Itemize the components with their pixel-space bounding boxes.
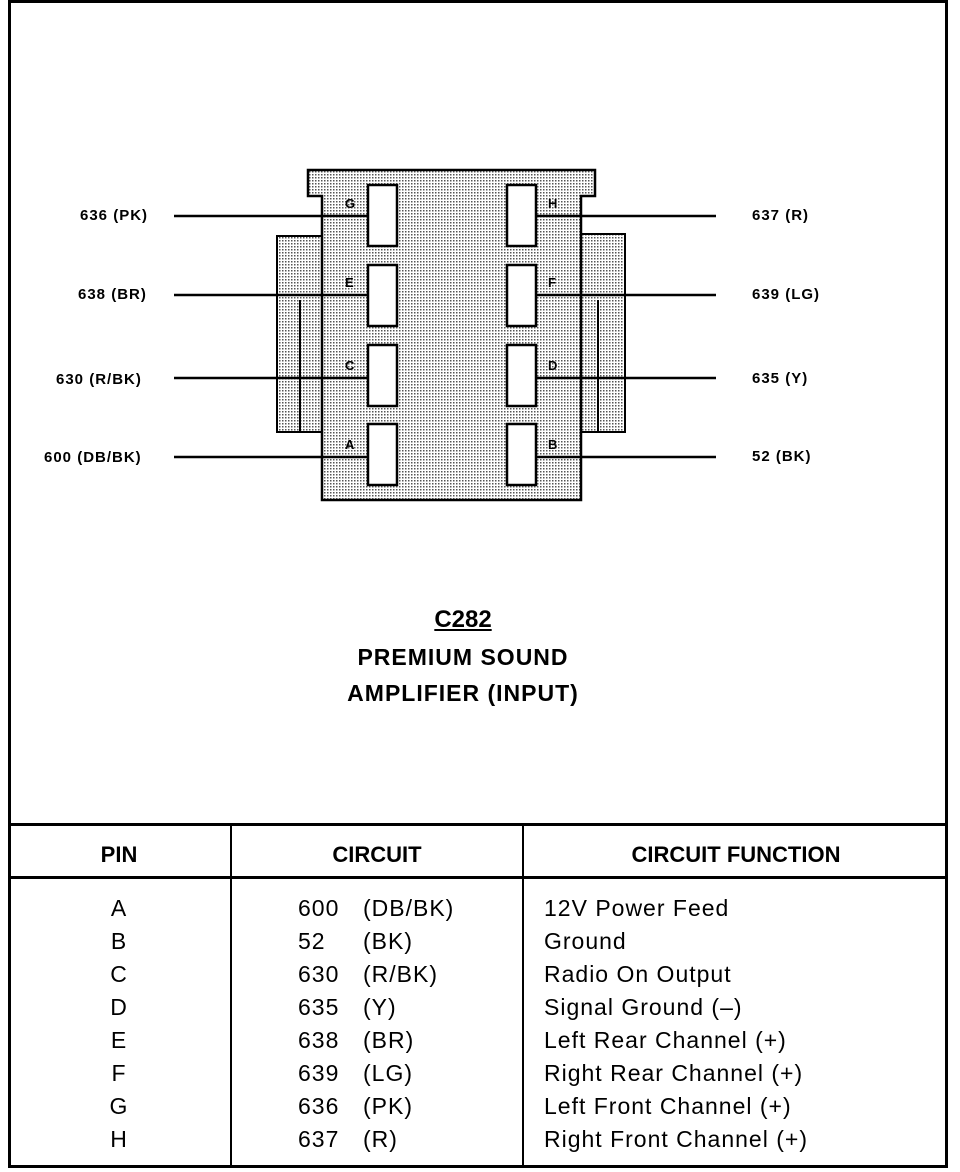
table-row: G 636 (PK) Left Front Channel (+): [8, 1093, 948, 1126]
terminal-cavity-B: [505, 422, 538, 487]
wire-label-left-3: 630 (R/BK): [56, 371, 142, 388]
wire-label-left-4: 600 (DB/BK): [44, 449, 142, 466]
row-circuit-function: 12V Power Feed: [544, 895, 730, 921]
terminal-cavity-F: [505, 263, 538, 328]
table-row: A 600 (DB/BK) 12V Power Feed: [8, 895, 948, 928]
terminal-cavity-H: [505, 183, 538, 248]
row-pin: B: [110, 928, 128, 954]
row-wire-color: (PK): [363, 1093, 413, 1119]
header-pin: PIN: [100, 842, 138, 867]
connector-title-line2: AMPLIFIER (INPUT): [347, 680, 579, 706]
row-pin: G: [109, 1093, 129, 1119]
row-wire-color: (BK): [363, 928, 413, 954]
row-pin: E: [110, 1027, 128, 1053]
connector-body: [306, 168, 597, 502]
pin-table: PIN CIRCUIT CIRCUIT FUNCTION A 600 (DB/BK)…: [8, 823, 948, 1168]
terminal-cavity-A: [366, 422, 399, 487]
connector-title-line1: PREMIUM SOUND: [357, 644, 569, 670]
header-rule: [8, 876, 948, 879]
pin-letter-B: B: [548, 437, 557, 452]
terminal-cavity-E: [366, 263, 399, 328]
column-divider: [522, 826, 524, 1168]
pin-letter-D: D: [548, 358, 557, 373]
wire-label-right-4: 52 (BK): [752, 448, 812, 465]
row-wire-color: (DB/BK): [363, 895, 455, 921]
table-row: F 639 (LG) Right Rear Channel (+): [8, 1060, 948, 1093]
row-circuit: 600: [298, 895, 340, 921]
pin-letter-C: C: [345, 358, 355, 373]
row-circuit: 636: [298, 1093, 340, 1119]
row-pin: A: [110, 895, 128, 921]
wire-label-left-1: 636 (PK): [80, 207, 149, 224]
connector-drawing: G E C A H F D B: [174, 168, 716, 502]
row-wire-color: (R): [363, 1126, 398, 1152]
table-row: D 635 (Y) Signal Ground (–): [8, 994, 948, 1027]
row-circuit-function: Right Front Channel (+): [544, 1126, 808, 1152]
pin-letter-F: F: [548, 275, 556, 290]
row-circuit-function: Signal Ground (–): [544, 994, 743, 1020]
pin-letter-A: A: [345, 437, 355, 452]
terminal-cavity-D: [505, 343, 538, 408]
row-circuit: 52: [298, 928, 326, 954]
row-wire-color: (Y): [363, 994, 397, 1020]
row-pin: F: [111, 1060, 127, 1086]
header-circuit-function: CIRCUIT FUNCTION: [631, 842, 841, 867]
row-circuit: 635: [298, 994, 340, 1020]
row-circuit: 639: [298, 1060, 340, 1086]
wire-label-right-1: 637 (R): [752, 207, 810, 224]
row-wire-color: (R/BK): [363, 961, 438, 987]
wire-label-right-3: 635 (Y): [752, 370, 809, 387]
table-row: C 630 (R/BK) Radio On Output: [8, 961, 948, 994]
terminal-cavity-C: [366, 343, 399, 408]
row-wire-color: (LG): [363, 1060, 413, 1086]
connector-right-wing: [579, 233, 626, 433]
row-circuit-function: Radio On Output: [544, 961, 732, 987]
connector-diagram: G E C A H F D B 636 (PK) 638 (BR) 630 (R/BK) 60…: [44, 168, 821, 706]
terminal-cavity-G: [366, 183, 399, 248]
header-circuit: CIRCUIT: [332, 842, 422, 867]
row-pin: D: [110, 994, 128, 1020]
row-pin: C: [110, 961, 128, 987]
row-circuit-function: Ground: [544, 928, 627, 954]
row-circuit: 638: [298, 1027, 340, 1053]
table-row: B 52 (BK) Ground: [8, 928, 948, 961]
row-circuit-function: Left Rear Channel (+): [544, 1027, 787, 1053]
pin-letter-E: E: [345, 275, 354, 290]
row-circuit-function: Right Rear Channel (+): [544, 1060, 804, 1086]
wire-label-right-2: 639 (LG): [752, 286, 821, 303]
pin-letter-H: H: [548, 196, 557, 211]
row-circuit: 637: [298, 1126, 340, 1152]
table-row: H 637 (R) Right Front Channel (+): [8, 1126, 948, 1159]
connector-code: C282: [434, 606, 492, 633]
page-frame: [8, 0, 948, 1168]
row-circuit-function: Left Front Channel (+): [544, 1093, 792, 1119]
row-wire-color: (BR): [363, 1027, 415, 1053]
row-circuit: 630: [298, 961, 340, 987]
wire-label-left-2: 638 (BR): [78, 286, 147, 303]
pin-letter-G: G: [345, 196, 355, 211]
column-divider: [230, 826, 232, 1168]
table-row: E 638 (BR) Left Rear Channel (+): [8, 1027, 948, 1060]
row-pin: H: [110, 1126, 128, 1152]
